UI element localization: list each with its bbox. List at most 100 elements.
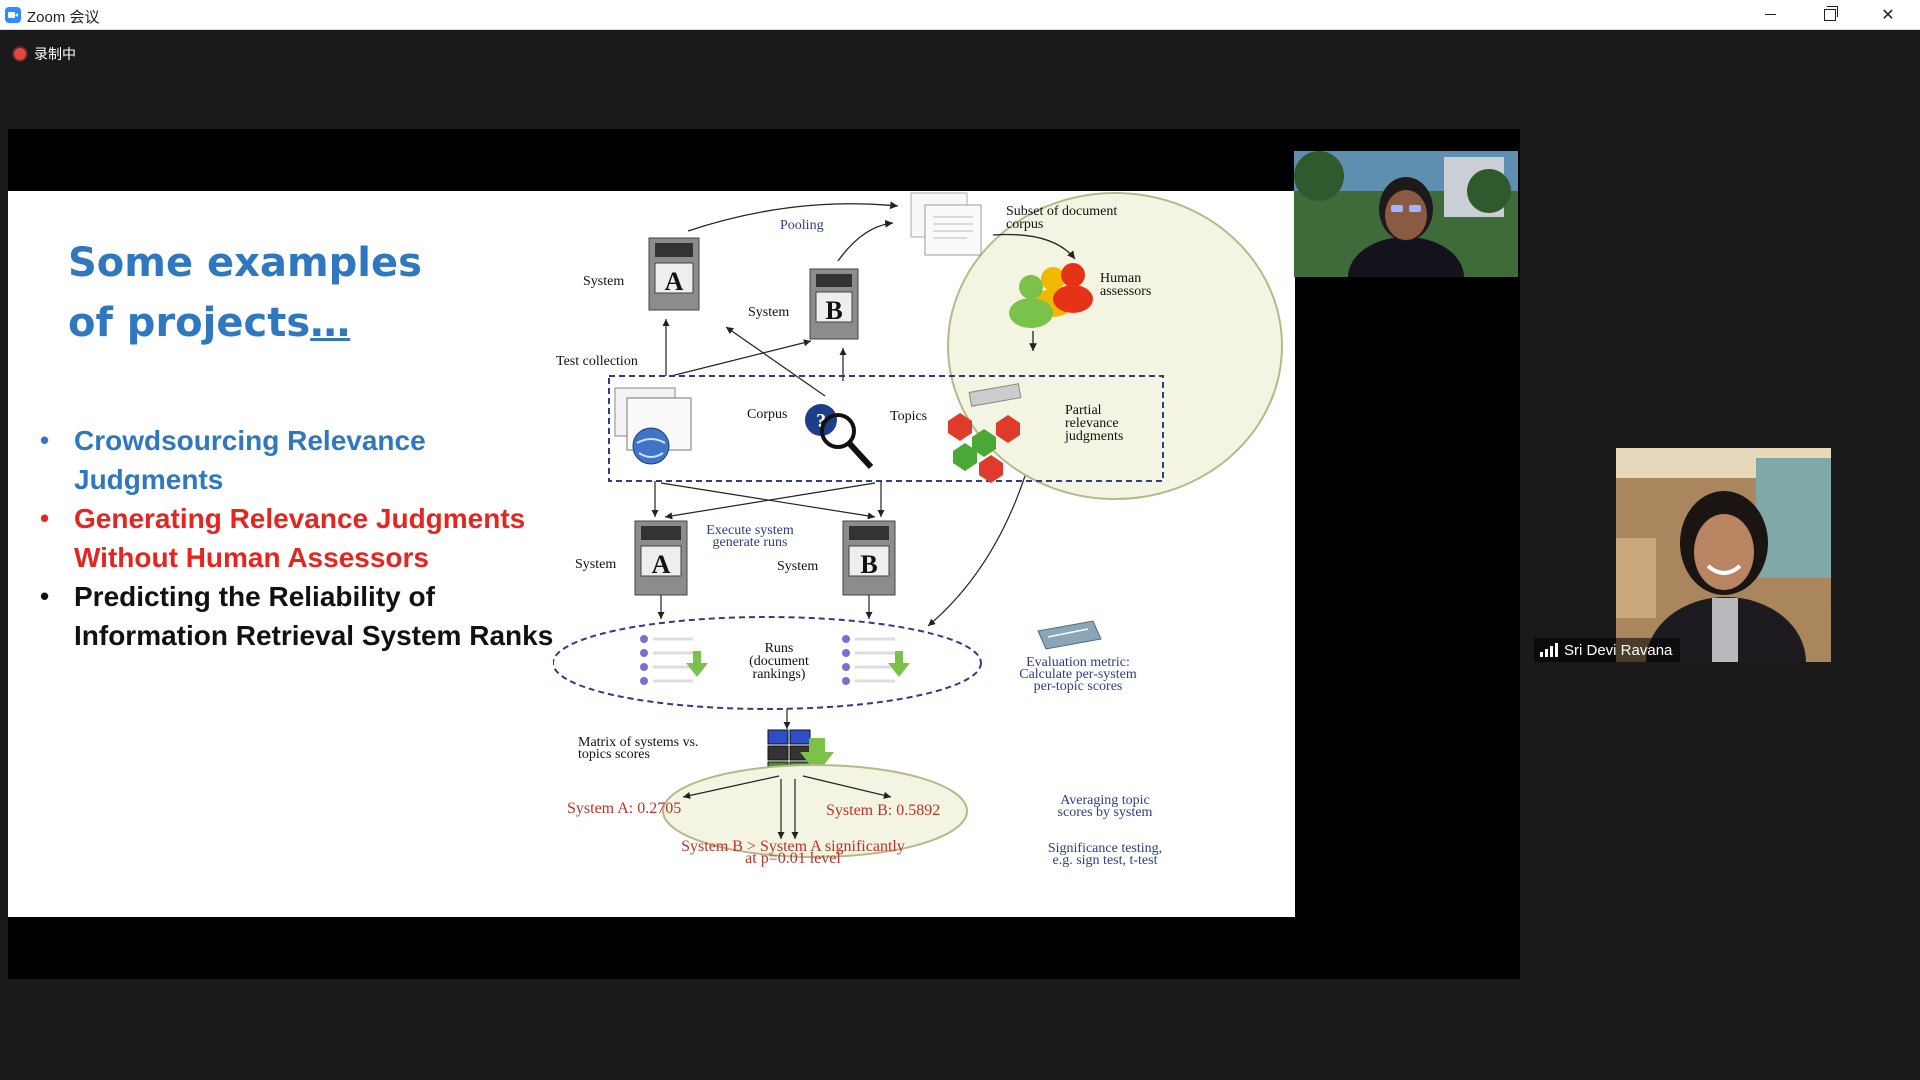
system-b-mid-label: System (777, 559, 818, 574)
recording-label: 录制中 (34, 46, 76, 62)
human-label: Human (1100, 271, 1141, 286)
system-b-label: System (748, 305, 789, 320)
system-a-score: System A: 0.2705 (567, 800, 681, 817)
minimize-icon (1764, 14, 1776, 15)
arrow (802, 775, 892, 799)
results-ellipse (662, 764, 968, 858)
slide-title: Some examples of projects… (68, 233, 422, 353)
system-b-top-icon: B (809, 268, 859, 340)
slide-title-line2: of projects… (68, 293, 422, 353)
presentation-slide: Some examples of projects… • Crowdsourci… (8, 191, 1295, 917)
human-label: assessors (1100, 284, 1151, 299)
window-title: Zoom 会议 (27, 9, 100, 26)
bullet-item-predicting: • Predicting the Reliability of Informat… (40, 577, 560, 655)
assessment-ellipse (947, 192, 1283, 500)
recording-indicator[interactable]: 录制中 (14, 44, 76, 64)
human-assessors-icon (1009, 263, 1093, 328)
significance-result: at p=0.01 level (745, 850, 841, 867)
execute-label: Execute system (706, 523, 794, 538)
arrow (664, 482, 876, 520)
arrow (670, 339, 812, 377)
calculator-icon (1037, 620, 1102, 650)
system-b-mid-icon: B (842, 520, 896, 596)
close-icon: ✕ (1881, 6, 1895, 24)
matrix-label: topics scores (578, 747, 650, 762)
system-a-top-icon: A (648, 237, 700, 311)
window-titlebar: Zoom 会议 ✕ (0, 0, 1920, 30)
evaluation-label: Evaluation metric: (1026, 655, 1130, 670)
corpus-icon (614, 387, 692, 465)
zoom-app-icon (5, 7, 21, 23)
pooling-arrow-b (837, 219, 894, 262)
speaker-video-frame (1294, 151, 1518, 277)
system-letter-b: B (825, 296, 842, 325)
participant-name: Sri Devi Ravana (1564, 641, 1673, 659)
test-collection-label: Test collection (556, 354, 638, 369)
execute-label: generate runs (712, 535, 787, 550)
document-icon (910, 192, 982, 256)
partial-label: relevance (1065, 416, 1119, 431)
participant-video-frame (1616, 448, 1831, 662)
arrow (682, 775, 780, 799)
pooling-arrow (687, 201, 899, 232)
bullet-text: Crowdsourcing Relevance (74, 425, 426, 456)
slide-title-line1: Some examples (68, 240, 422, 286)
averaging-label: scores by system (1058, 805, 1153, 820)
system-letter-b: B (860, 550, 877, 579)
evaluation-label: Calculate per-system (1019, 667, 1137, 682)
topics-label: Topics (890, 409, 927, 424)
bullet-list: • Crowdsourcing Relevance Judgments • Ge… (40, 421, 560, 655)
runs-label: rankings) (753, 667, 806, 682)
topics-magnifier-icon: ? (805, 404, 874, 470)
bullet-dot-icon: • (40, 503, 50, 533)
significance-label: e.g. sign test, t-test (1053, 853, 1158, 868)
bullet-item-crowdsourcing: • Crowdsourcing Relevance Judgments (40, 421, 560, 499)
subset-label: Subset of document (1006, 204, 1117, 219)
judgments-icon (948, 383, 1022, 483)
recording-dot-icon (14, 48, 26, 60)
significance-result: System B > System A significantly (681, 838, 905, 855)
bullet-dot-icon: • (40, 425, 50, 455)
runs-label: Runs (765, 641, 794, 656)
svg-text:?: ? (816, 410, 826, 432)
signal-strength-icon (1540, 643, 1558, 657)
system-a-mid-icon: A (634, 520, 688, 596)
minimize-button[interactable] (1746, 0, 1794, 29)
arrow (725, 326, 826, 397)
bullet-text: Without Human Assessors (74, 542, 429, 573)
averaging-label: Averaging topic (1060, 793, 1150, 808)
system-a-label: System (583, 274, 624, 289)
partial-label: Partial (1065, 403, 1102, 418)
partial-label: judgments (1064, 429, 1123, 444)
participant-video-sri-devi-ravana[interactable] (1616, 448, 1831, 662)
system-letter-a: A (652, 550, 671, 579)
bullet-dot-icon: • (40, 581, 50, 611)
slide-title-line2-text: of projects (68, 300, 311, 346)
pooling-label: Pooling (780, 218, 824, 233)
participant-video-speaker[interactable] (1294, 151, 1518, 277)
subset-arrow (992, 233, 1076, 260)
subset-label: corpus (1006, 217, 1043, 232)
run-list-b-icon (842, 635, 910, 685)
restore-button[interactable] (1806, 0, 1854, 29)
judgment-to-runs-arrow (927, 475, 1026, 627)
runs-ellipse (553, 616, 982, 710)
close-button[interactable]: ✕ (1864, 0, 1912, 29)
matrix-label: Matrix of systems vs. (578, 735, 699, 750)
runs-label: (document (749, 654, 809, 669)
restore-icon (1824, 5, 1838, 21)
system-a-mid-label: System (575, 557, 616, 572)
bullet-text: Information Retrieval System Ranks (74, 620, 554, 651)
ir-evaluation-diagram: Pooling Subset of document corpus Human … (553, 192, 1283, 868)
slide-title-ellipsis: … (310, 300, 351, 346)
participant-name-tag: Sri Devi Ravana (1534, 638, 1681, 662)
system-letter-a: A (665, 267, 684, 296)
test-collection-box (608, 375, 1164, 482)
significance-label: Significance testing, (1048, 841, 1162, 856)
run-list-a-icon (640, 635, 708, 685)
evaluation-label: per-topic scores (1034, 679, 1123, 694)
bullet-text: Judgments (74, 464, 224, 495)
system-b-score: System B: 0.5892 (826, 802, 940, 819)
bullet-text: Generating Relevance Judgments (74, 503, 526, 534)
corpus-label: Corpus (747, 407, 787, 422)
